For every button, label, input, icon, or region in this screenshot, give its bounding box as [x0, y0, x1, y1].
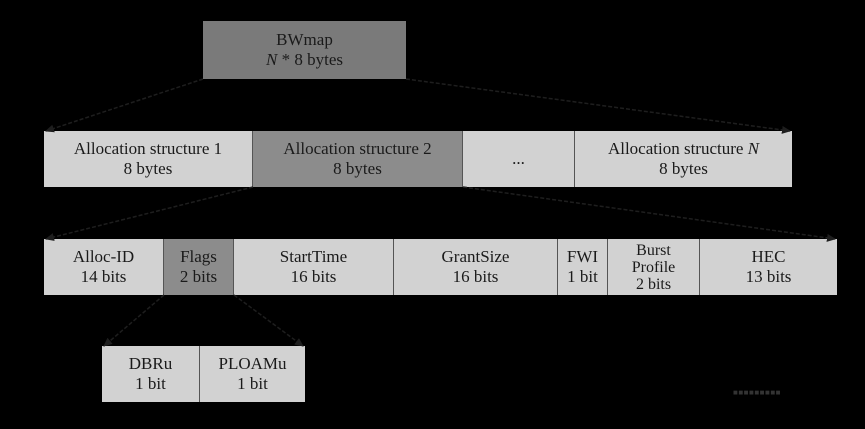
figure-watermark: ■■■■■■■■■	[733, 388, 781, 397]
arrow-alloc2-to-start	[45, 186, 254, 241]
bwmap-size: N * 8 bytes	[266, 50, 343, 70]
field-fwi-size: 1 bit	[567, 267, 598, 286]
bwmap-box: BWmap N * 8 bytes	[203, 21, 406, 79]
field-starttime-label: StartTime	[279, 247, 348, 266]
flags-row: DBRu 1 bit PLOAMu 1 bit	[102, 346, 305, 402]
field-flags-label: Flags	[180, 247, 217, 266]
arrow-bwmap-to-start	[45, 78, 204, 133]
allocation-structure-n-size: 8 bytes	[659, 159, 708, 178]
allocation-structure-2-size: 8 bytes	[333, 159, 382, 178]
flag-ploamu-label: PLOAMu	[218, 354, 287, 373]
field-fwi-label: FWI	[566, 247, 599, 266]
allocation-structure-2-label: Allocation structure 2	[283, 139, 432, 158]
field-burst-profile: Burst Profile 2 bits	[608, 239, 700, 295]
flag-dbru: DBRu 1 bit	[102, 346, 200, 402]
field-flags: Flags 2 bits	[164, 239, 234, 295]
allocation-structure-ellipsis: ...	[463, 131, 575, 187]
arrow-flags-to-end	[233, 294, 304, 347]
allocation-structure-n-label-var: N	[747, 139, 760, 158]
field-fwi: FWI 1 bit	[558, 239, 608, 295]
allocation-structure-n-label-text: Allocation structure	[607, 139, 748, 158]
field-flags-size: 2 bits	[179, 267, 218, 286]
field-hec-size: 13 bits	[745, 267, 792, 286]
arrow-bwmap-to-end	[405, 78, 791, 134]
bwmap-size-var: N	[266, 50, 278, 69]
field-alloc-id-size: 14 bits	[80, 267, 127, 286]
allocation-structure-1-size: 8 bytes	[123, 159, 173, 178]
field-hec-label: HEC	[751, 247, 786, 266]
allocation-structure-2: Allocation structure 2 8 bytes	[253, 131, 463, 187]
field-starttime-size: 16 bits	[290, 267, 337, 286]
field-alloc-id: Alloc-ID 14 bits	[44, 239, 164, 295]
field-hec: HEC 13 bits	[700, 239, 837, 295]
field-burst-profile-label-2: Profile	[631, 258, 676, 276]
field-burst-profile-size: 2 bits	[635, 275, 672, 293]
field-burst-profile-label-1: Burst	[636, 241, 671, 259]
field-alloc-id-label: Alloc-ID	[72, 247, 135, 266]
allocation-structure-n-label: Allocation structure N	[608, 139, 759, 159]
flag-ploamu-size: 1 bit	[237, 374, 268, 393]
arrow-alloc2-to-end	[462, 186, 836, 242]
allocation-structure-n: Allocation structure N 8 bytes	[575, 131, 792, 187]
allocation-structure-1: Allocation structure 1 8 bytes	[44, 131, 253, 187]
allocation-row: Allocation structure 1 8 bytes Allocatio…	[44, 131, 792, 187]
fields-row: Alloc-ID 14 bits Flags 2 bits StartTime …	[44, 239, 837, 295]
bwmap-size-rest: * 8 bytes	[277, 50, 343, 69]
flag-ploamu: PLOAMu 1 bit	[200, 346, 305, 402]
flag-dbru-label: DBRu	[128, 354, 173, 373]
arrow-flags-to-start	[103, 294, 165, 347]
allocation-structure-ellipsis-label: ...	[512, 149, 525, 168]
field-grantsize-label: GrantSize	[441, 247, 510, 266]
allocation-structure-1-label: Allocation structure 1	[73, 139, 223, 158]
bwmap-title: BWmap	[276, 30, 333, 49]
field-grantsize-size: 16 bits	[452, 267, 499, 286]
field-grantsize: GrantSize 16 bits	[394, 239, 558, 295]
flag-dbru-size: 1 bit	[135, 374, 166, 393]
field-starttime: StartTime 16 bits	[234, 239, 394, 295]
